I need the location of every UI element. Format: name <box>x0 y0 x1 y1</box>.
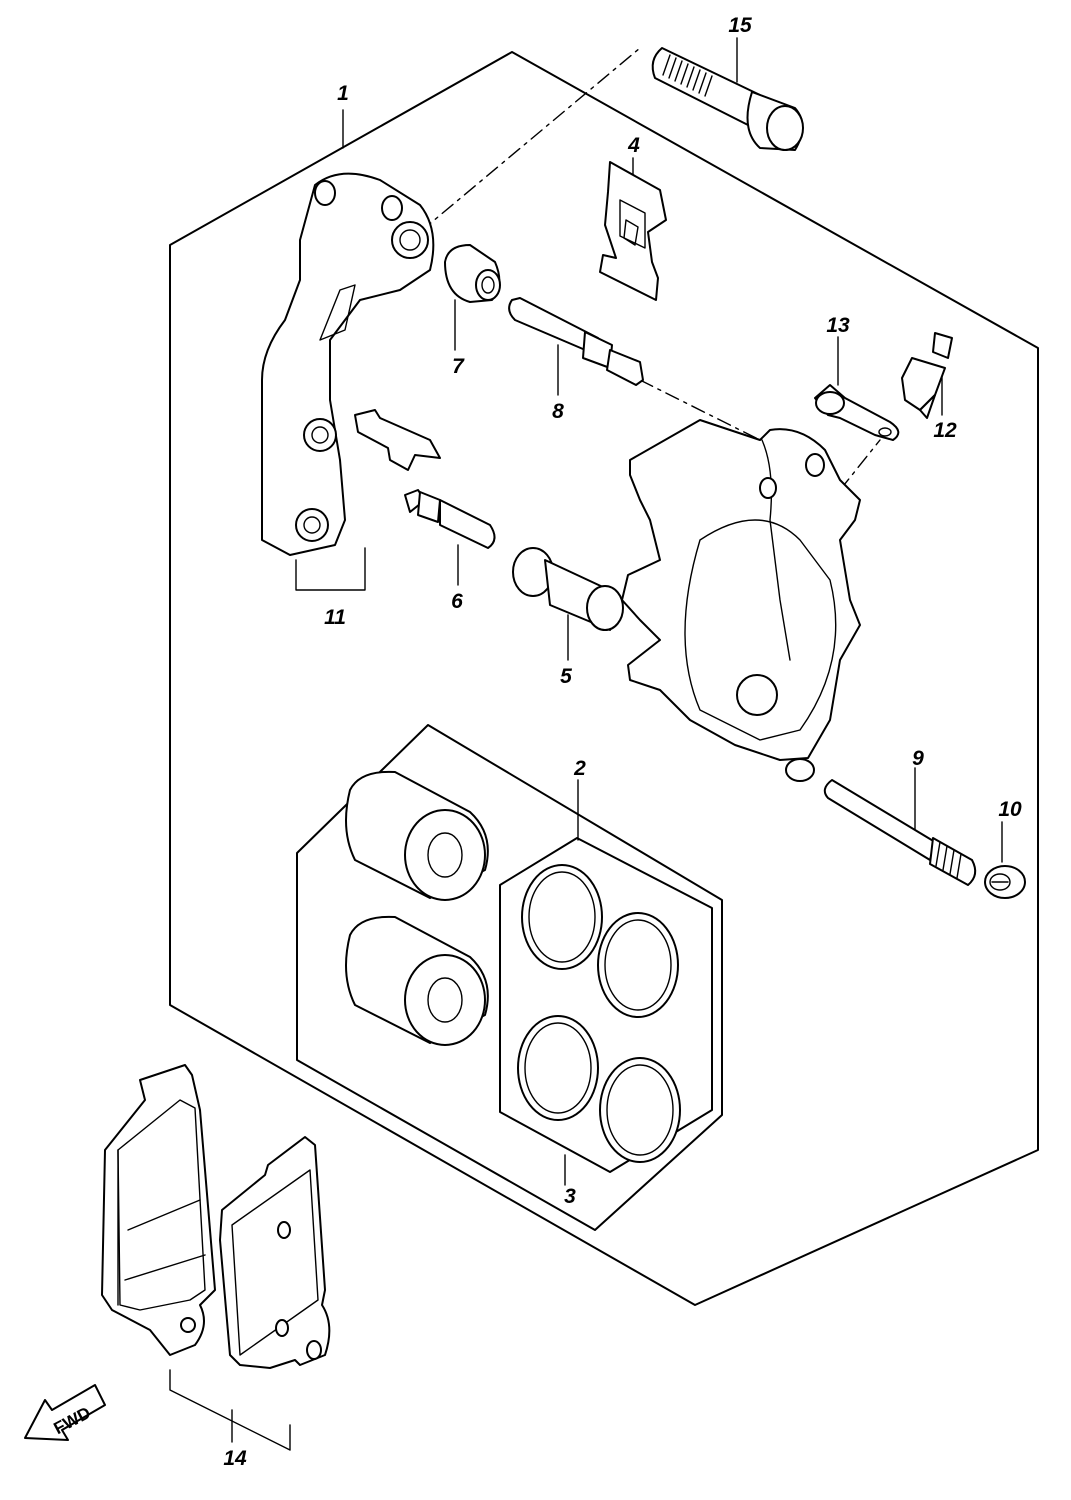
pad-spring <box>599 161 667 301</box>
piston-kit-boundary <box>296 724 723 1231</box>
callout-11: 11 <box>324 606 346 629</box>
seal-kit-boundary <box>499 837 713 1173</box>
brake-pad-outer <box>101 1064 216 1356</box>
piston-seal-1 <box>521 864 603 970</box>
caliper-body <box>621 419 861 782</box>
caliper-bracket <box>261 172 435 556</box>
callout-5: 5 <box>560 665 572 688</box>
slide-pin-headed <box>512 547 624 631</box>
brake-pad-inner <box>219 1136 331 1369</box>
callout-3: 3 <box>564 1185 576 1208</box>
callout-8: 8 <box>552 400 564 423</box>
pad-pin-plug <box>984 865 1026 899</box>
bleeder-valve <box>901 332 953 419</box>
callout-labels: 1 2 3 4 5 6 7 8 9 10 11 12 13 14 15 <box>223 14 1022 1470</box>
piston-seal-2 <box>597 912 679 1018</box>
bleeder-cap <box>814 384 900 441</box>
pad-retainer-clip <box>354 409 441 471</box>
piston-lower <box>345 915 489 1046</box>
callout-12: 12 <box>933 419 957 442</box>
piston-upper <box>345 770 489 901</box>
callout-14: 14 <box>223 1447 247 1470</box>
assembly-boundary <box>169 51 1039 1306</box>
callout-2: 2 <box>573 757 586 780</box>
callout-7: 7 <box>452 355 465 378</box>
callout-9: 9 <box>912 747 924 770</box>
callout-15: 15 <box>728 14 752 37</box>
piston-seal-4 <box>599 1057 681 1163</box>
forward-arrow-icon: FWD <box>24 1384 106 1441</box>
callout-13: 13 <box>826 314 850 337</box>
callout-10: 10 <box>998 798 1022 821</box>
callout-6: 6 <box>451 590 463 613</box>
callout-1: 1 <box>337 82 349 105</box>
slide-pin-upper <box>508 297 644 386</box>
pin-boot <box>444 244 501 303</box>
callout-4: 4 <box>627 134 640 157</box>
pad-pin <box>823 779 977 886</box>
mounting-bolt <box>651 47 804 151</box>
leader-lines <box>169 37 1003 1451</box>
slide-pin-lower <box>404 489 496 549</box>
piston-seal-3 <box>517 1015 599 1121</box>
